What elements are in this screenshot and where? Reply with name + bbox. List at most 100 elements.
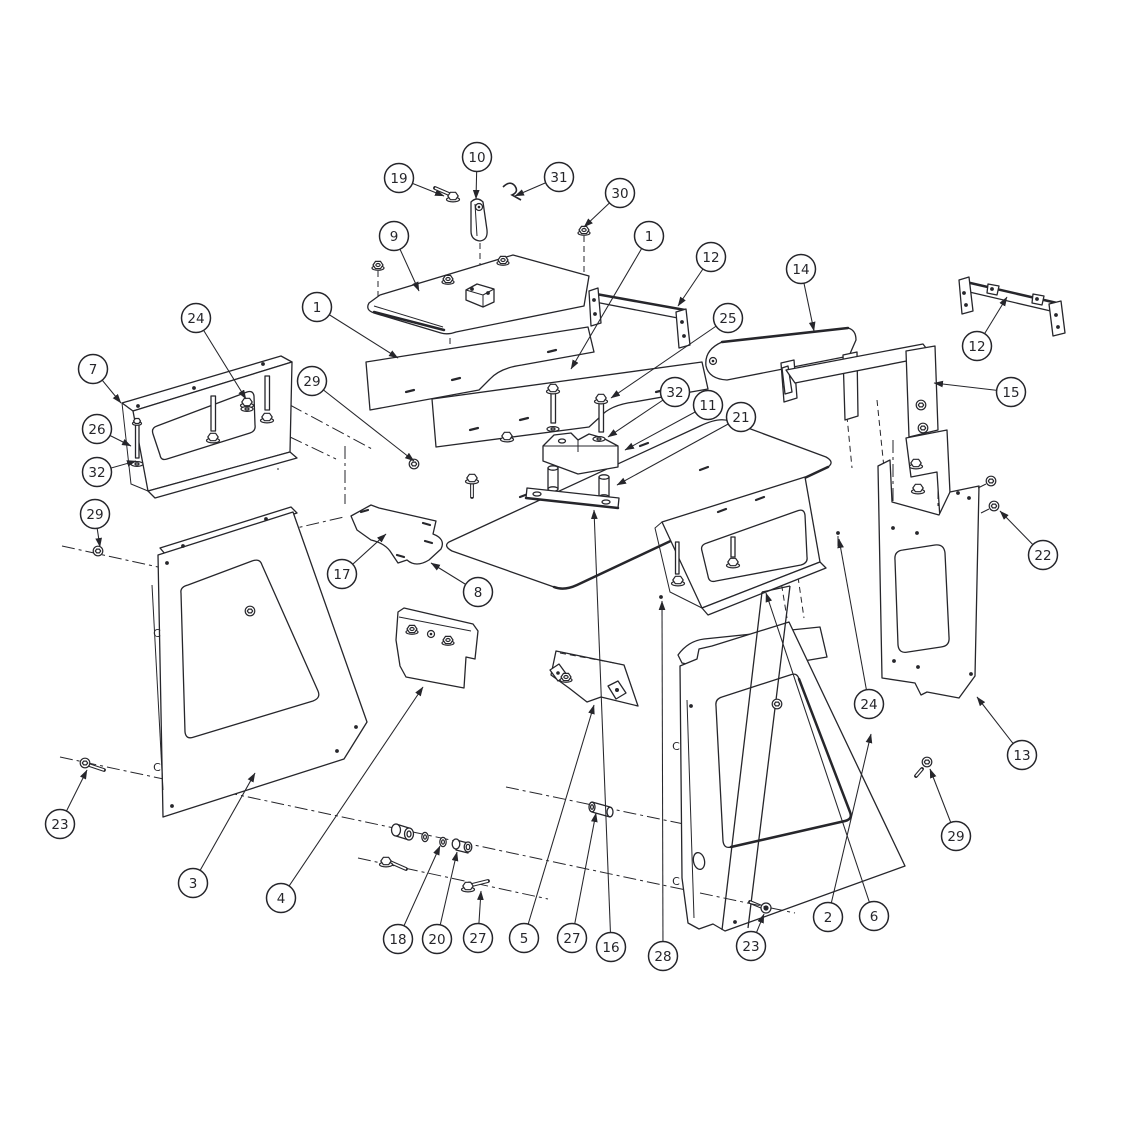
hardware-hexhead-icon <box>378 856 394 868</box>
part-cotter-pin-31 <box>502 182 522 201</box>
callout-number: 27 <box>563 931 580 947</box>
callout-number: 21 <box>732 410 749 426</box>
part-wavy-plate-1-left <box>365 326 595 411</box>
hardware-dot-icon <box>192 386 196 390</box>
callout-32: 32 <box>607 376 691 438</box>
part-panel-3 <box>151 506 368 818</box>
callout-balloon <box>595 931 627 963</box>
callout-balloon <box>853 688 885 720</box>
callout-number: 6 <box>870 909 879 925</box>
hardware-dot-icon <box>964 303 968 307</box>
callout-16: 16 <box>590 509 627 963</box>
hardware-dot-icon <box>1056 325 1060 329</box>
callout-number: 11 <box>699 398 716 414</box>
callout-number: 9 <box>390 229 399 245</box>
callout-number: 26 <box>88 422 105 438</box>
callout-13: 13 <box>976 696 1038 771</box>
callout-number: 29 <box>947 829 964 845</box>
hardware-dot-icon <box>486 291 490 295</box>
callout-number: 25 <box>719 311 736 327</box>
callout-balloon <box>421 923 453 955</box>
callout-number: 24 <box>187 311 204 327</box>
callout-11: 11 <box>624 389 724 451</box>
hardware-wash2-icon <box>546 426 560 433</box>
callout-balloon <box>659 376 691 408</box>
callout-20: 20 <box>421 851 459 955</box>
hardware-dot-icon <box>733 920 737 924</box>
callout-balloon <box>940 820 972 852</box>
callout-21: 21 <box>616 401 757 486</box>
callout-balloon <box>508 922 540 954</box>
callout-2: 2 <box>812 733 873 933</box>
hardware-dot-icon <box>659 595 663 599</box>
hardware-dot-icon <box>680 320 684 324</box>
part-bushing-20 <box>451 838 473 854</box>
hardware-hexhead-icon <box>445 191 461 203</box>
callout-number: 29 <box>303 374 320 390</box>
callout-30: 30 <box>583 177 636 228</box>
callout-number: 22 <box>1034 548 1051 564</box>
hardware-dot-icon <box>962 291 966 295</box>
part-top-plate-9 <box>367 254 590 335</box>
hardware-dot-icon <box>470 287 474 291</box>
callout-29: 29 <box>296 365 415 462</box>
part-bracket-5 <box>549 650 639 707</box>
hardware-ring-icon <box>474 202 484 212</box>
callout-balloon <box>77 353 109 385</box>
callout-number: 31 <box>550 170 567 186</box>
callout-balloon <box>712 302 744 334</box>
callout-balloon <box>695 241 727 273</box>
callout-number: 18 <box>389 932 406 948</box>
hardware-nut-icon <box>441 635 455 646</box>
hardware-wash2-icon <box>240 406 254 413</box>
callout-number: 1 <box>645 229 654 245</box>
part-strap-12-left <box>588 287 691 349</box>
hardware-dot-icon <box>592 298 596 302</box>
part-bracket-7 <box>121 355 298 499</box>
callout-number: 7 <box>89 362 98 378</box>
hardware-hexhead-icon <box>545 383 561 395</box>
callout-balloon <box>461 141 493 173</box>
hardware-fscrew-icon <box>771 698 783 710</box>
callout-12: 12 <box>677 241 727 307</box>
callout-balloon <box>785 253 817 285</box>
callout-23: 23 <box>44 769 88 840</box>
callout-balloon <box>301 291 333 323</box>
hardware-hexhead-icon <box>908 458 924 470</box>
hardware-hexsm-icon <box>131 417 143 426</box>
callout-19: 19 <box>383 162 445 197</box>
part-bracket-4 <box>395 607 479 689</box>
callout-number: 17 <box>333 567 350 583</box>
callout-number: 12 <box>968 339 985 355</box>
callout-28: 28 <box>647 600 679 972</box>
callout-number: 30 <box>611 186 628 202</box>
hardware-hexhead-icon <box>464 473 480 485</box>
hardware-dot-icon <box>892 659 896 663</box>
hardware-dot-icon <box>956 491 960 495</box>
callout-32: 32 <box>81 456 137 488</box>
callout-14: 14 <box>785 253 817 332</box>
callout-layer: 1910313091112141215247263229292532112117… <box>44 141 1059 972</box>
callout-balloon <box>647 940 679 972</box>
hardware-hexhead-icon <box>259 412 275 424</box>
hardware-fscrew-icon <box>408 458 420 470</box>
callout-6: 6 <box>765 592 890 932</box>
hardware-dot-icon <box>181 544 185 548</box>
callout-balloon <box>858 900 890 932</box>
callout-balloon <box>961 330 993 362</box>
callout-3: 3 <box>177 772 256 899</box>
callout-balloon <box>265 882 297 914</box>
hardware-fscrew-icon <box>921 756 933 768</box>
callout-number: 27 <box>469 931 486 947</box>
hardware-dot-icon <box>170 804 174 808</box>
callout-number: 14 <box>792 262 809 278</box>
callout-23: 23 <box>735 913 767 962</box>
callout-17: 17 <box>326 533 387 590</box>
hardware-dot-icon <box>1035 297 1039 301</box>
callout-number: 8 <box>474 585 483 601</box>
hardware-fsdark-icon <box>760 902 772 914</box>
hardware-nut-icon <box>441 274 455 285</box>
callout-number: 1 <box>313 300 322 316</box>
hardware-hexhead-icon <box>205 432 221 444</box>
